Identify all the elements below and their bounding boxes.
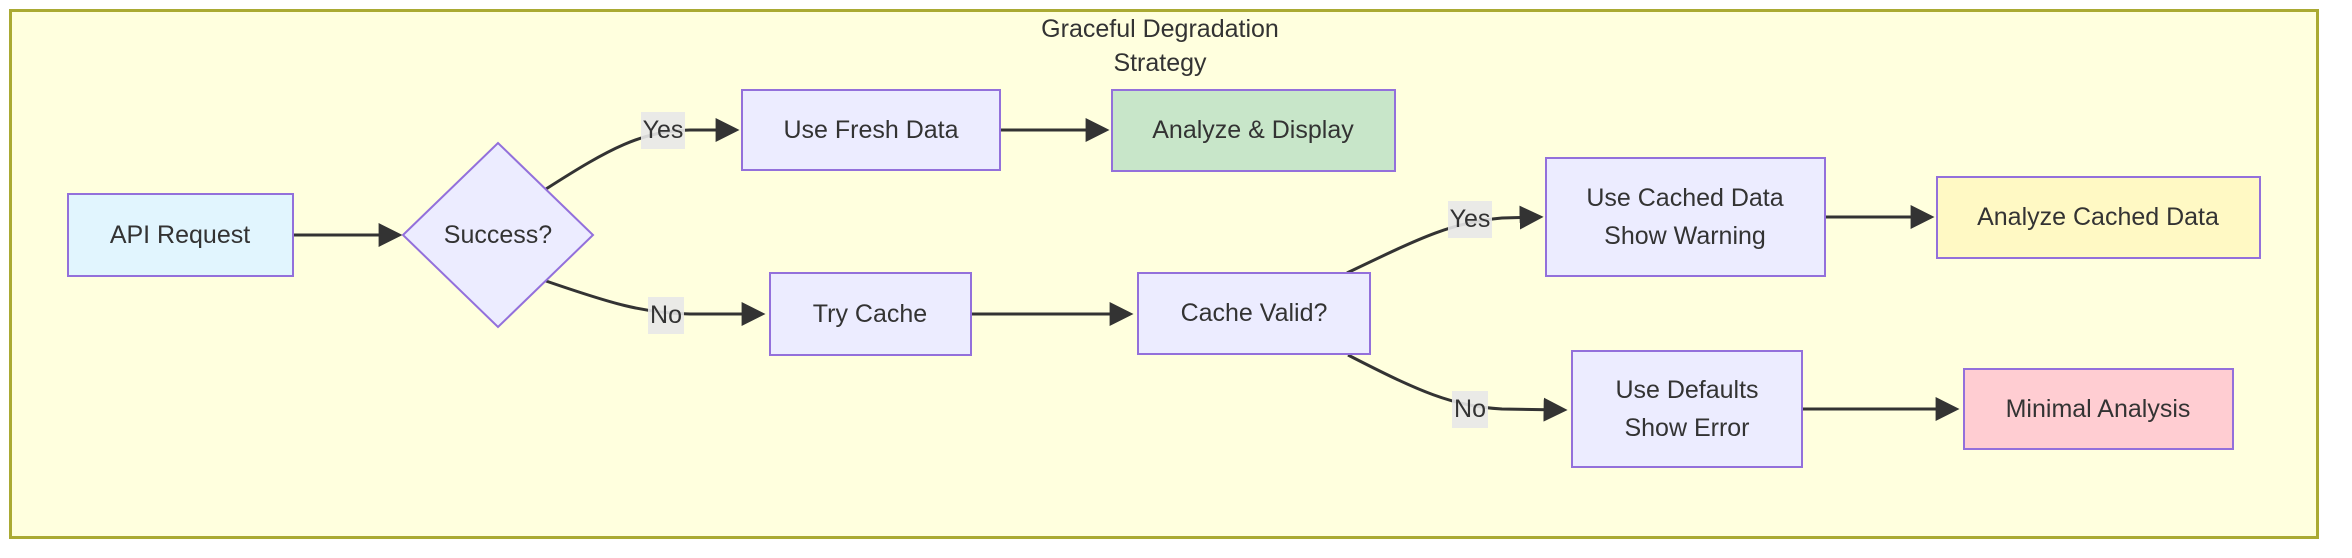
edge-label-text: No: [1454, 395, 1486, 423]
node-shape: [1545, 157, 1826, 277]
node-analyze-display: Analyze & Display: [1111, 89, 1396, 172]
node-label-line1: Use Cached Data: [1586, 184, 1783, 212]
node-try-cache: Try Cache: [769, 272, 972, 356]
node-label: Minimal Analysis: [2006, 395, 2191, 423]
node-success-decision: Success?: [401, 141, 595, 329]
node-label: Success?: [444, 221, 552, 249]
node-use-fresh-data: Use Fresh Data: [741, 89, 1001, 171]
edge-label-success-no: No: [648, 297, 684, 334]
node-api-request: API Request: [67, 193, 294, 277]
edge-label-text: Yes: [643, 116, 684, 144]
node-label-line2: Show Error: [1624, 414, 1749, 442]
node-shape: [769, 272, 972, 356]
decision-diamond: [401, 141, 595, 329]
node-shape: [67, 193, 294, 277]
edge-label-bg: [648, 297, 684, 334]
node-analyze-cached-data: Analyze Cached Data: [1936, 176, 2261, 259]
edge-cache-valid-yes-to-use-cached: [1346, 205, 1544, 275]
node-label: Use Fresh Data: [783, 116, 958, 144]
node-cache-valid-decision: Cache Valid?: [1137, 272, 1371, 355]
node-minimal-analysis: Minimal Analysis: [1963, 368, 2234, 450]
edges: [293, 118, 1960, 422]
edge-label-text: No: [650, 301, 682, 329]
edge-label-cache-valid-no: No: [1452, 391, 1488, 428]
edge-label-bg: [1452, 391, 1488, 428]
node-use-cached-data: Use Cached Data Show Warning: [1545, 157, 1826, 277]
node-label: Try Cache: [813, 300, 927, 328]
edge-label-success-yes: Yes: [641, 112, 685, 149]
edge-label-bg: [641, 112, 685, 149]
node-shape: [1571, 350, 1803, 468]
node-shape: [1936, 176, 2261, 259]
edge-label-bg: [1448, 201, 1492, 238]
diagram-title-line2: Strategy: [1113, 49, 1207, 77]
node-label-line1: Use Defaults: [1615, 376, 1758, 404]
node-shape: [1137, 272, 1371, 355]
node-shape: [1963, 368, 2234, 450]
node-label-line2: Show Warning: [1604, 222, 1766, 250]
edge-cache-valid-no-to-use-defaults: [1347, 353, 1568, 422]
node-use-defaults: Use Defaults Show Error: [1571, 350, 1803, 468]
node-shape: [741, 89, 1001, 171]
edge-label-text: Yes: [1450, 205, 1491, 233]
node-label: API Request: [110, 221, 250, 249]
diagram-title-line1: Graceful Degradation: [1041, 15, 1279, 43]
node-shape: [1111, 89, 1396, 172]
node-label: Analyze Cached Data: [1977, 203, 2219, 231]
node-label: Analyze & Display: [1152, 116, 1354, 144]
node-label: Cache Valid?: [1181, 299, 1328, 327]
edge-label-cache-valid-yes: Yes: [1448, 201, 1492, 238]
